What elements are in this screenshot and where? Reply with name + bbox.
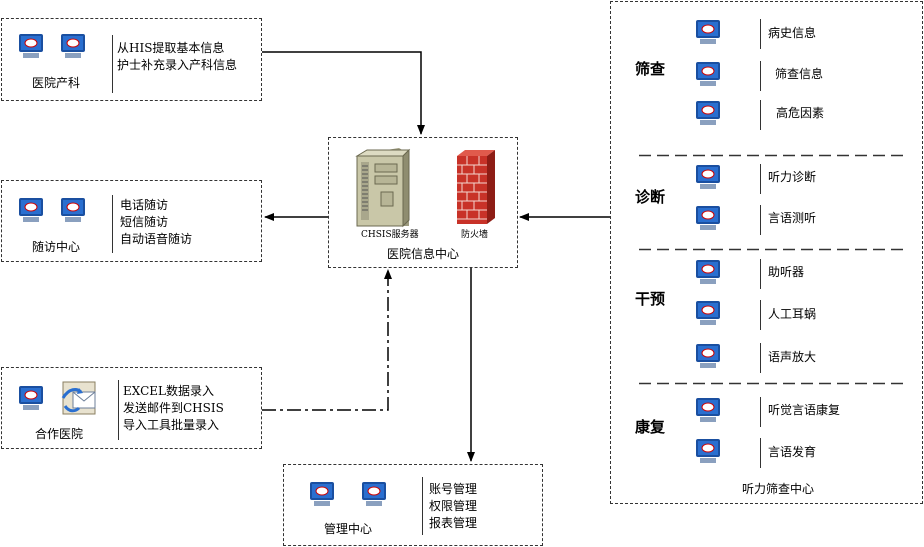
- partner-line: 导入工具批量录入: [123, 418, 220, 432]
- computer-icon: [362, 482, 386, 506]
- management-line: 报表管理: [429, 516, 478, 530]
- section-item: 高危因素: [776, 106, 825, 120]
- section-item: 听觉言语康复: [768, 403, 841, 417]
- divider: [760, 259, 761, 289]
- section-divider: [639, 382, 909, 385]
- divider: [760, 397, 761, 427]
- divider: [760, 164, 761, 194]
- computer-icon: [19, 386, 43, 410]
- server-label: CHSIS服务器: [361, 230, 419, 240]
- info-center-label: 医院信息中心: [387, 247, 460, 261]
- divider: [760, 100, 761, 130]
- hearing-center-label: 听力筛查中心: [742, 482, 815, 496]
- maternity-line: 护士补充录入产科信息: [117, 58, 238, 72]
- section-item: 病史信息: [768, 26, 817, 40]
- computer-icon: [696, 439, 720, 463]
- divider: [760, 300, 761, 330]
- firewall-icon: [457, 150, 495, 224]
- firewall-label: 防火墙: [461, 230, 489, 240]
- management-line: 权限管理: [429, 499, 478, 513]
- computer-icon: [696, 206, 720, 230]
- divider: [118, 380, 119, 440]
- divider: [760, 19, 761, 49]
- section-title: 康复: [635, 418, 666, 436]
- maternity-label: 医院产科: [32, 76, 81, 90]
- computer-icon: [310, 482, 334, 506]
- computer-icon: [61, 198, 85, 222]
- maternity-node: 医院产科 从HIS提取基本信息 护士补充录入产科信息: [1, 18, 262, 101]
- computer-icon: [61, 34, 85, 58]
- section-divider: [639, 154, 909, 157]
- arrow-maternity-to-center: [262, 51, 425, 135]
- divider: [112, 195, 113, 253]
- followup-line: 自动语音随访: [120, 232, 193, 246]
- section-title: 筛查: [635, 60, 666, 78]
- computer-icon: [696, 101, 720, 125]
- management-line: 账号管理: [429, 482, 478, 496]
- followup-node: 随访中心 电话随访 短信随访 自动语音随访: [1, 180, 262, 262]
- info-center-node: CHSIS服务器 防火墙 医院信息中心: [328, 137, 518, 268]
- divider: [760, 343, 761, 373]
- partner-line: EXCEL数据录入: [123, 384, 215, 398]
- section-item: 听力诊断: [768, 170, 817, 184]
- followup-line: 短信随访: [120, 215, 169, 229]
- computer-icon: [696, 165, 720, 189]
- divider: [112, 35, 113, 93]
- computer-icon: [19, 198, 43, 222]
- computer-icon: [696, 62, 720, 86]
- followup-line: 电话随访: [120, 198, 169, 212]
- divider: [760, 61, 761, 91]
- computer-icon: [696, 344, 720, 368]
- section-item: 筛查信息: [775, 67, 824, 81]
- partner-line: 发送邮件到CHSIS: [123, 401, 224, 415]
- computer-icon: [696, 260, 720, 284]
- section-title: 干预: [635, 290, 666, 308]
- hearing-center-node: 筛查 病史信息 筛查信息 高危因素 诊断 听力诊断 言语测听 干预 助听器 人工…: [610, 1, 923, 504]
- section-item: 言语测听: [768, 211, 817, 225]
- mail-import-icon: [61, 381, 96, 415]
- partner-node: 合作医院 EXCEL数据录入 发送邮件到CHSIS 导入工具批量录入: [1, 367, 262, 449]
- maternity-line: 从HIS提取基本信息: [117, 41, 225, 55]
- server-icon: [355, 148, 411, 228]
- section-item: 言语发育: [768, 445, 817, 459]
- arrow-partner-to-center: [262, 269, 392, 411]
- section-item: 助听器: [768, 265, 805, 279]
- computer-icon: [696, 20, 720, 44]
- computer-icon: [696, 398, 720, 422]
- section-title: 诊断: [635, 188, 666, 206]
- divider: [760, 205, 761, 235]
- management-label: 管理中心: [324, 522, 373, 536]
- divider: [422, 477, 423, 535]
- computer-icon: [19, 34, 43, 58]
- divider: [760, 438, 761, 468]
- section-item: 人工耳蜗: [768, 307, 817, 321]
- section-divider: [639, 248, 909, 251]
- management-node: 管理中心 账号管理 权限管理 报表管理: [283, 464, 543, 546]
- computer-icon: [696, 301, 720, 325]
- section-item: 语声放大: [768, 350, 817, 364]
- followup-label: 随访中心: [32, 240, 81, 254]
- partner-label: 合作医院: [35, 427, 84, 441]
